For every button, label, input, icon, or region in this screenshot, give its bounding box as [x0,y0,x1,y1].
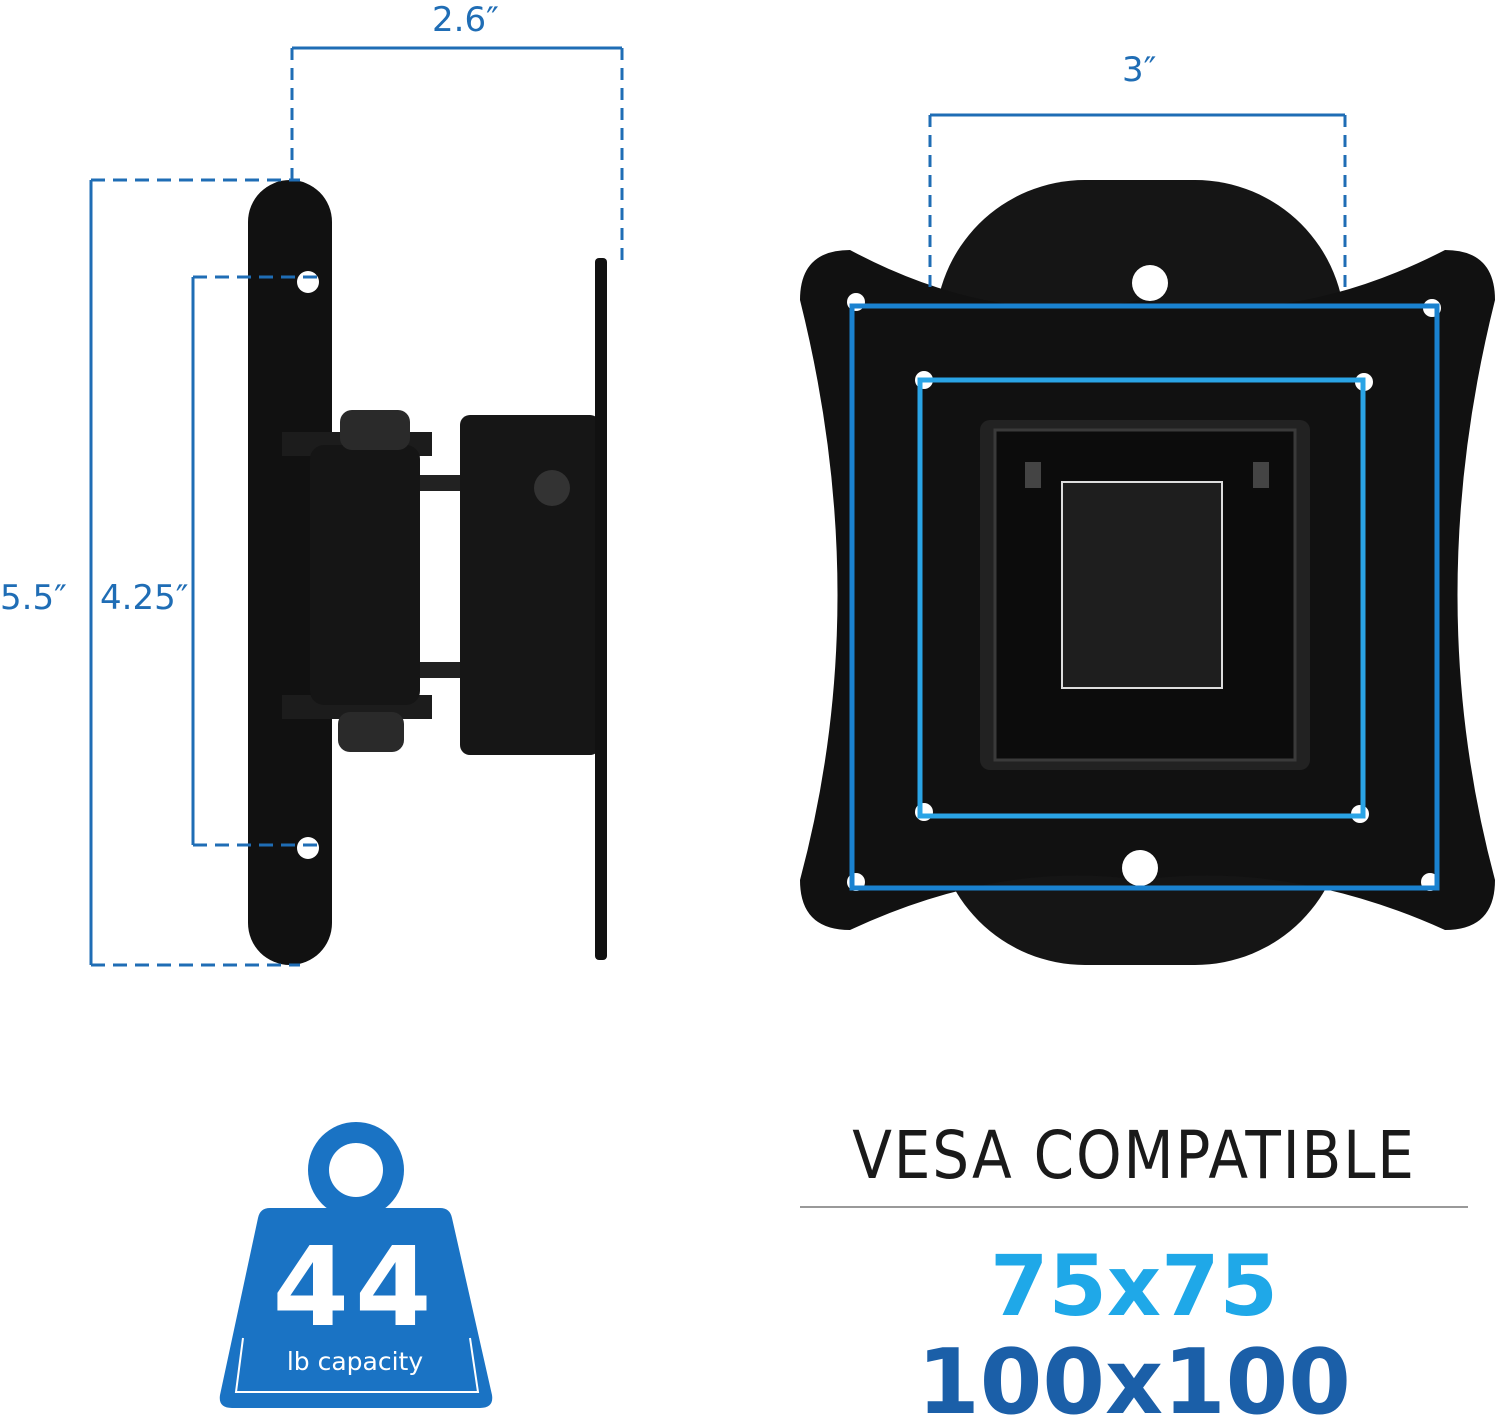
dimension-height-label: 5.5″ [0,578,67,618]
vesa-100-outline [849,303,1440,891]
side-view-mount [248,180,607,965]
capacity-unit: lb capacity [286,1347,424,1376]
dimension-hole-spacing-label: 4.25″ [100,578,189,618]
weight-icon [219,1122,493,1408]
dimension-width-label: 3″ [1122,50,1157,90]
dimension-lines [89,46,1347,967]
capacity-value: 44 [272,1223,438,1351]
vesa-size-75: 75x75 [990,1237,1278,1335]
vesa-75-outline [917,377,1366,819]
front-view-mount [800,180,1495,965]
dimension-depth-label: 2.6″ [432,0,499,40]
vesa-title: VESA COMPATIBLE [852,1117,1416,1194]
vesa-size-100: 100x100 [917,1330,1351,1428]
